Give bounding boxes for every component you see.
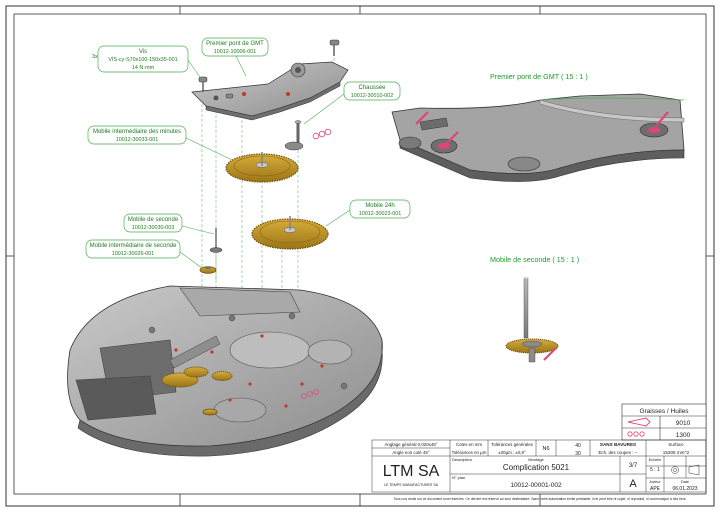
seconde-detail-title: Mobile de seconde ( 15 : 1 )	[490, 255, 579, 264]
callout-premier-pont: Premier pont de GMT 10012-10006-001	[201, 37, 269, 77]
lubricant-code-1: 9010	[676, 420, 691, 427]
premier-pont-ref: 10012-10006-001	[214, 49, 257, 55]
author-label: Auteur	[649, 480, 661, 484]
plan-number: 10012-00001-002	[510, 482, 562, 489]
cone-symbol-icon	[688, 464, 700, 476]
description-label: Description	[452, 457, 472, 462]
vis-qty: 3x	[92, 54, 98, 60]
title-block-text: Anglage général 0,020x45° Angle non coté…	[383, 442, 700, 492]
mobile-24h-gear	[251, 216, 329, 250]
pont-detail-view	[391, 93, 685, 182]
vis-ref: VIS-cy-S70x100-150x35-001	[108, 57, 177, 63]
mobile-minutes-ref: 10012-30033-001	[116, 137, 159, 143]
mobile-minutes-gear	[225, 152, 299, 183]
angle-non-cote: Angle non coté 45°	[392, 450, 429, 455]
tolerances-value: ±20µm ; ±0,5°	[498, 450, 526, 455]
projection-symbol-icon	[671, 466, 679, 474]
mobile-seconde-name: Mobile de seconde	[128, 217, 179, 223]
callout-mobile-minutes: Mobile intermédiaire des minutes 10012-3…	[87, 125, 233, 161]
mobile-minutes-name: Mobile intermédiaire des minutes	[93, 129, 181, 135]
callout-chaussee: Chaussée 10012-30010-002	[303, 81, 401, 125]
tolerances-unit: Tolérances en µm	[452, 450, 487, 455]
lubricants-title: Graisses / Huiles	[639, 408, 689, 415]
cotes-unit: Cotes en mm	[456, 442, 482, 447]
mobile-24h-name: Mobile 24h	[365, 203, 394, 209]
mobile-int-seconde-name: Mobile intermédiaire de seconde	[90, 243, 177, 249]
premier-pont-name: Premier pont de GMT	[206, 41, 264, 47]
mobile-seconde-ref: 10012-30030-003	[132, 225, 175, 231]
sans-bavures: SANS BAVURES	[600, 442, 636, 447]
drawing-description: Complication 5021	[503, 463, 570, 472]
oil-can-symbol	[627, 417, 651, 427]
callout-vis: 3x Vis VIS-cy-S70x100-150x35-001 14 N·mm	[92, 45, 203, 81]
mobile-24h-ref: 10012-30023-001	[359, 211, 402, 217]
title-block	[371, 439, 707, 493]
echelle-value: 5 : 1	[650, 467, 660, 473]
surface-value: 15305 mm^2	[663, 450, 690, 455]
premier-pont-gmt-part	[191, 61, 349, 121]
roughness: N6	[542, 446, 549, 452]
main-plate-part	[67, 285, 383, 457]
frame-ticks	[6, 6, 714, 506]
montage-label: Montage	[528, 457, 544, 462]
chaussee-ref: 10012-30010-002	[351, 93, 394, 99]
callout-mobile-24h: Mobile 24h 10012-30023-001	[325, 199, 411, 227]
date-value: 06.01.2023	[672, 486, 697, 492]
lubricant-code-2: 1300	[676, 432, 691, 439]
tolerances-generales: Tolérances générales	[491, 442, 534, 447]
chamfer-a: 40	[575, 443, 581, 449]
echelle-label: Echelle	[649, 458, 661, 462]
seconde-detail-view	[505, 277, 559, 363]
sheet-format: A	[629, 478, 637, 490]
angle-general: Anglage général 0,020x45°	[384, 442, 437, 447]
callout-mobile-int-seconde: Mobile intermédiaire de seconde 10012-30…	[85, 239, 203, 269]
plan-number-label: N° plan	[452, 475, 465, 480]
company-logo: LTM SA	[383, 463, 440, 480]
mobile-int-seconde-part	[199, 266, 217, 274]
ech-coupes: Ech. des coupes : --	[598, 450, 638, 455]
vis-name: Vis	[139, 49, 147, 55]
company-logo-sub: LE TEMPS MANUFACTURES SA	[384, 483, 439, 487]
mobile-seconde-part	[209, 228, 223, 253]
pont-detail-title: Premier pont de GMT ( 15 : 1 )	[490, 72, 588, 81]
copyright-footer: Tous nos droits sur ce document sont rés…	[393, 497, 686, 501]
lubricants-legend: Graisses / Huiles 9010 1300	[621, 403, 707, 441]
chaussee-part	[284, 120, 332, 151]
mobile-int-seconde-ref: 10012-30026-001	[112, 251, 155, 257]
chaussee-name: Chaussée	[358, 85, 386, 91]
author-value: APE	[650, 486, 661, 492]
vis-torque: 14 N·mm	[132, 65, 155, 71]
callout-mobile-seconde: Mobile de seconde 10012-30030-003	[123, 213, 215, 235]
chamfer-b: 30	[575, 451, 581, 457]
sheet-number: 3/7	[629, 463, 638, 469]
surface-label: Surface	[668, 442, 684, 447]
date-label: Date	[681, 480, 689, 484]
